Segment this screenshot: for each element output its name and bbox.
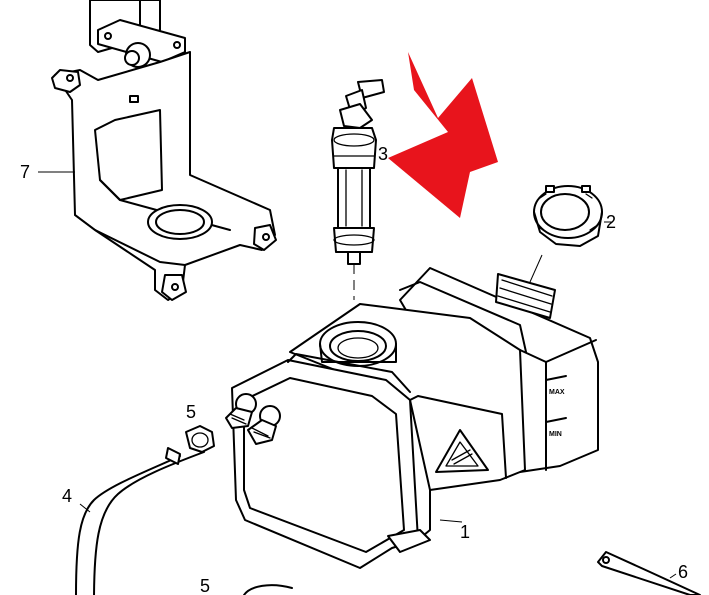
mounting-bracket bbox=[51, 0, 277, 301]
callout-5-upper: 5 bbox=[186, 402, 196, 422]
callout-6: 6 bbox=[678, 562, 688, 582]
fitting-lower bbox=[247, 419, 277, 445]
tank: MAX MIN bbox=[225, 267, 599, 569]
callout-3: 3 bbox=[378, 144, 388, 164]
min-marking: MIN bbox=[549, 431, 562, 438]
max-marking: MAX bbox=[549, 389, 565, 396]
strap bbox=[597, 551, 701, 595]
callout-7: 7 bbox=[20, 162, 30, 182]
callout-1: 1 bbox=[460, 522, 470, 542]
callout-4: 4 bbox=[62, 486, 72, 506]
callout-5-lower: 5 bbox=[200, 576, 210, 595]
red-arrow-icon bbox=[388, 52, 498, 218]
fitting-upper bbox=[225, 407, 253, 429]
hose bbox=[75, 447, 205, 595]
hose-clamp-lower bbox=[243, 584, 293, 595]
level-sensor bbox=[331, 79, 385, 300]
hose-clamp bbox=[185, 425, 215, 453]
callout-2: 2 bbox=[606, 212, 616, 232]
filler-cap bbox=[533, 185, 603, 247]
warning-triangle-icon bbox=[435, 429, 489, 473]
